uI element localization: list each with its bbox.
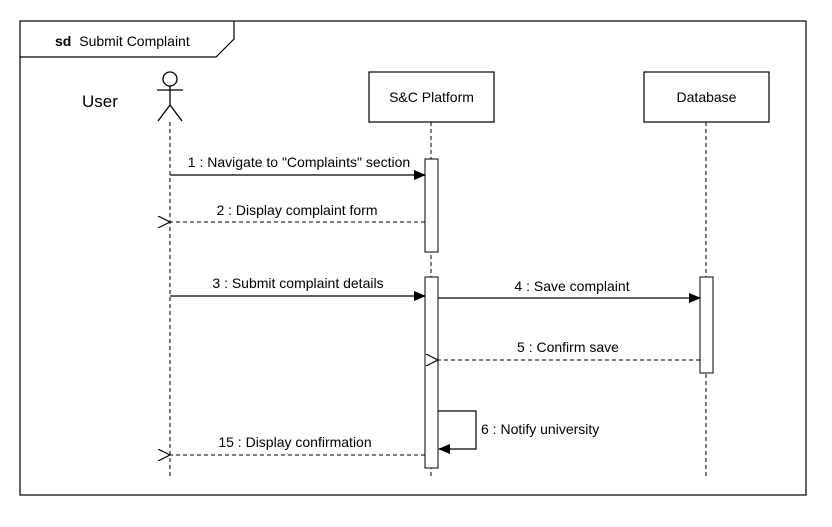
message-15: 15 : Display confirmation <box>170 434 425 455</box>
message-1-label: 1 : Navigate to "Complaints" section <box>188 154 410 170</box>
participant-platform-label: S&C Platform <box>389 89 474 105</box>
frame-tab <box>20 21 235 58</box>
frame-name: Submit Complaint <box>79 33 190 49</box>
message-2-label: 2 : Display complaint form <box>216 202 377 218</box>
message-15-label: 15 : Display confirmation <box>218 434 371 450</box>
actor-user-label: User <box>82 92 118 111</box>
activation-platform-1 <box>424 158 439 253</box>
message-5: 5 : Confirm save <box>438 339 700 360</box>
message-4: 4 : Save complaint <box>438 278 701 303</box>
actor-user: User <box>82 71 183 122</box>
participant-platform: S&C Platform <box>368 71 495 123</box>
message-1: 1 : Navigate to "Complaints" section <box>170 154 426 180</box>
message-3-label: 3 : Submit complaint details <box>212 275 383 291</box>
participant-database-label: Database <box>677 89 737 105</box>
diagram-frame <box>19 20 807 496</box>
message-2: 2 : Display complaint form <box>170 202 425 222</box>
message-6-label: 6 : Notify university <box>481 421 599 437</box>
message-4-label: 4 : Save complaint <box>514 278 629 294</box>
message-6: 6 : Notify university <box>438 410 599 454</box>
activation-platform-2 <box>424 276 439 469</box>
frame-title: sd Submit Complaint <box>55 33 190 49</box>
message-3: 3 : Submit complaint details <box>170 275 426 301</box>
frame-keyword: sd <box>55 33 71 49</box>
participant-database: Database <box>643 71 770 123</box>
stick-figure-icon <box>157 71 183 122</box>
message-5-label: 5 : Confirm save <box>517 339 619 355</box>
activation-database <box>699 276 714 374</box>
